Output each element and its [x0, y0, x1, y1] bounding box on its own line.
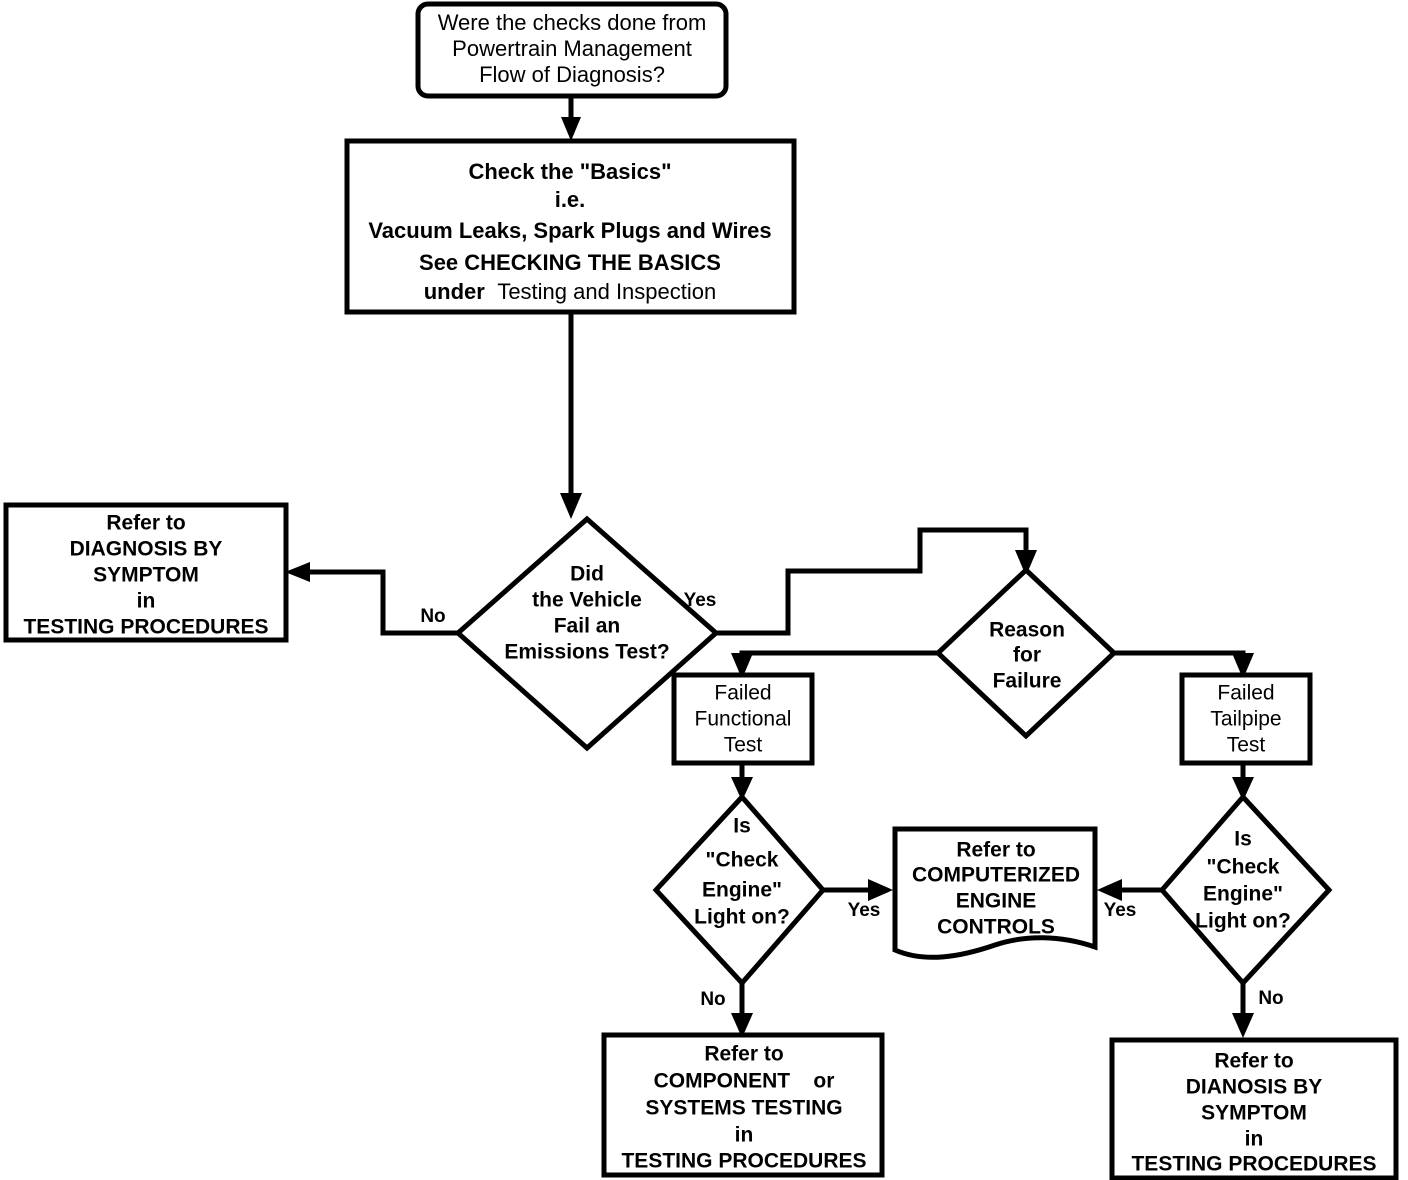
arrowhead-check-basics-to-emissions: [560, 493, 582, 519]
edge-label-emissions-no: No: [420, 606, 445, 627]
refer-diagnosis-left-line-3: SYMPTOM: [93, 564, 199, 587]
refer-computerized-line-1: Refer to: [956, 839, 1035, 862]
arrowhead-emissions-yes: [1015, 550, 1037, 576]
arrowhead-tailpipe-to-checkengine-right: [1232, 777, 1254, 801]
arrowhead-checkengine-left-yes: [868, 879, 893, 901]
check-engine-left-line-3: Engine": [702, 879, 782, 902]
edge-emissions-yes: [716, 527, 1029, 636]
check-basics-line-2: i.e.: [555, 187, 586, 212]
refer-diagnosis-left-line-2: DIAGNOSIS BY: [70, 538, 223, 561]
refer-diagnosis-left-line-1: Refer to: [106, 512, 185, 535]
failed-tailpipe-test-line-3: Test: [1227, 734, 1266, 757]
check-engine-right-line-1: Is: [1234, 828, 1252, 851]
edge-label-check-engine-right-yes: Yes: [1104, 900, 1137, 921]
refer-component-line-4: in: [735, 1124, 754, 1147]
refer-computerized-shape: [892, 826, 1098, 960]
check-basics-line-1: Check the "Basics": [468, 159, 671, 184]
check-engine-right-line-3: Engine": [1203, 883, 1283, 906]
node-failed-tailpipe-test[interactable]: Failed Tailpipe Test: [1179, 672, 1313, 766]
edge-reason-left: [739, 650, 938, 660]
emissions-decision-line-1: Did: [570, 563, 604, 586]
failed-functional-test-shape: [671, 672, 815, 766]
start-line-1: Were the checks done from: [438, 10, 707, 35]
failed-functional-test-line-3: Test: [724, 734, 763, 757]
refer-component-line-3: SYSTEMS TESTING: [645, 1097, 842, 1120]
refer-dianosis-right-line-1: Refer to: [1214, 1050, 1293, 1073]
edge-emissions-no: [300, 569, 458, 636]
start-line-3: Flow of Diagnosis?: [479, 62, 665, 87]
refer-diagnosis-left-shape: [3, 502, 289, 643]
arrowhead-emissions-no: [285, 562, 310, 582]
node-refer-computerized-engine-controls[interactable]: Refer to COMPUTERIZED ENGINE CONTROLS: [892, 826, 1098, 960]
node-check-engine-left[interactable]: Is "Check Engine" Light on?: [652, 793, 827, 987]
reason-for-failure-shape: [934, 566, 1118, 740]
arrowhead-reason-right: [1232, 653, 1254, 679]
failed-tailpipe-test-line-1: Failed: [1217, 682, 1274, 705]
node-refer-dianosis-symptom-right[interactable]: Refer to DIANOSIS BY SYMPTOM in TESTING …: [1109, 1037, 1399, 1180]
edge-label-check-engine-left-yes: Yes: [848, 900, 881, 921]
refer-dianosis-right-line-2: DIANOSIS BY: [1186, 1076, 1323, 1099]
failed-tailpipe-test-line-2: Tailpipe: [1210, 708, 1281, 731]
refer-dianosis-right-line-5: TESTING PROCEDURES: [1131, 1153, 1376, 1176]
node-emissions-decision[interactable]: Did the Vehicle Fail an Emissions Test?: [454, 515, 720, 752]
start-shape: [415, 1, 729, 99]
check-basics-line-4: See CHECKING THE BASICS: [419, 250, 721, 275]
check-basics-line-3: Vacuum Leaks, Spark Plugs and Wires: [368, 218, 771, 243]
refer-component-line-5: TESTING PROCEDURES: [621, 1150, 866, 1173]
failed-functional-test-line-2: Functional: [695, 708, 792, 731]
node-check-basics[interactable]: Check the "Basics" i.e. Vacuum Leaks, Sp…: [344, 138, 797, 315]
node-reason-for-failure[interactable]: Reason for Failure: [934, 566, 1118, 740]
arrowhead-functional-to-checkengine-left: [731, 777, 753, 801]
check-basics-shape: [344, 138, 797, 315]
check-basics-line-5-bold: under: [424, 279, 486, 304]
reason-for-failure-line-3: Failure: [993, 670, 1062, 693]
arrowhead-checkengine-left-no: [731, 1013, 753, 1038]
arrowhead-checkengine-right-yes: [1097, 879, 1122, 901]
edge-label-check-engine-left-no: No: [700, 989, 725, 1010]
check-engine-left-shape: [652, 793, 827, 987]
connectors: [285, 96, 1254, 1038]
emissions-decision-line-4: Emissions Test?: [504, 641, 669, 664]
node-failed-functional-test[interactable]: Failed Functional Test: [671, 672, 815, 766]
check-basics-line-5: under Testing and Inspection: [424, 279, 717, 304]
refer-component-line-2: COMPONENT or: [654, 1070, 835, 1093]
refer-diagnosis-left-line-4: in: [137, 590, 156, 613]
check-engine-left-line-1: Is: [733, 815, 751, 838]
refer-computerized-line-2: COMPUTERIZED: [912, 864, 1080, 887]
check-engine-left-line-4: Light on?: [694, 906, 790, 929]
check-engine-right-line-2: "Check: [1207, 856, 1280, 879]
refer-component-line-1: Refer to: [704, 1043, 783, 1066]
reason-for-failure-line-1: Reason: [989, 619, 1065, 642]
failed-functional-test-line-1: Failed: [714, 682, 771, 705]
arrowhead-reason-left: [731, 653, 753, 679]
emissions-decision-line-2: the Vehicle: [532, 589, 642, 612]
refer-dianosis-right-shape: [1109, 1037, 1399, 1180]
edge-label-check-engine-right-no: No: [1258, 988, 1283, 1009]
arrowhead-start-to-check-basics: [561, 117, 581, 141]
check-basics-line-5-regular: Testing and Inspection: [497, 279, 716, 304]
failed-tailpipe-test-shape: [1179, 672, 1313, 766]
check-engine-left-line-2: "Check: [706, 849, 779, 872]
refer-dianosis-right-line-4: in: [1245, 1128, 1264, 1151]
reason-for-failure-line-2: for: [1013, 644, 1041, 667]
edge-label-emissions-yes: Yes: [684, 590, 717, 611]
node-refer-diagnosis-symptom-left[interactable]: Refer to DIAGNOSIS BY SYMPTOM in TESTING…: [3, 502, 289, 643]
check-engine-right-shape: [1158, 793, 1333, 987]
node-check-engine-right[interactable]: Is "Check Engine" Light on?: [1158, 793, 1333, 987]
arrowhead-checkengine-right-no: [1232, 1013, 1254, 1038]
emissions-decision-line-3: Fail an: [554, 615, 621, 638]
start-line-2: Powertrain Management: [452, 36, 692, 61]
refer-component-shape: [601, 1032, 885, 1178]
edge-reason-right: [1114, 650, 1246, 660]
emissions-decision-shape: [454, 515, 720, 752]
refer-diagnosis-left-line-5: TESTING PROCEDURES: [23, 616, 268, 639]
refer-computerized-line-3: ENGINE: [956, 890, 1037, 913]
node-start[interactable]: Were the checks done from Powertrain Man…: [415, 1, 729, 99]
refer-computerized-line-4: CONTROLS: [937, 916, 1055, 939]
check-engine-right-line-4: Light on?: [1195, 910, 1291, 933]
refer-dianosis-right-line-3: SYMPTOM: [1201, 1102, 1307, 1125]
node-refer-component-systems-testing[interactable]: Refer to COMPONENT or SYSTEMS TESTING in…: [601, 1032, 885, 1178]
